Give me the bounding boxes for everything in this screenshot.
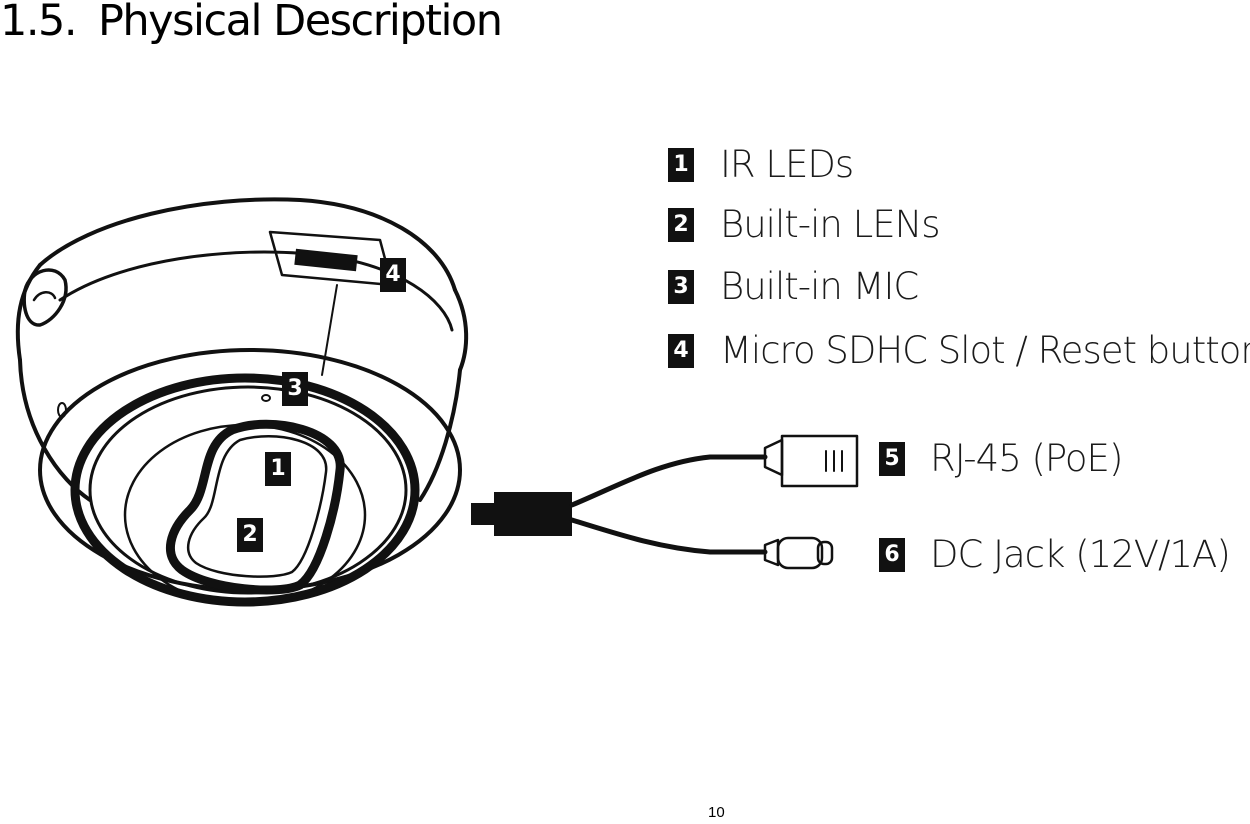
legend-badge-2: 2 bbox=[668, 208, 694, 242]
legend-label-6: DC Jack (12V/1A) bbox=[930, 533, 1231, 576]
section-number: 1.5. bbox=[0, 0, 78, 46]
page-number: 10 bbox=[708, 804, 725, 821]
legend-label-1: IR LEDs bbox=[720, 143, 854, 186]
legend-badge-6: 6 bbox=[879, 538, 905, 572]
legend-label-2: Built-in LENs bbox=[720, 203, 941, 246]
legend-label-3: Built-in MIC bbox=[720, 265, 919, 308]
section-title: Physical Description bbox=[98, 0, 503, 46]
callout-badge-1-on-camera: 1 bbox=[265, 452, 291, 486]
section-heading: 1.5. Physical Description bbox=[0, 0, 503, 46]
callout-badge-2-on-camera: 2 bbox=[237, 518, 263, 552]
legend-badge-4: 4 bbox=[668, 334, 694, 368]
callout-badge-4-on-camera: 4 bbox=[380, 258, 406, 292]
legend-badge-3: 3 bbox=[668, 270, 694, 304]
legend-label-5: RJ-45 (PoE) bbox=[930, 437, 1123, 480]
legend-label-4: Micro SDHC Slot / Reset button bbox=[720, 329, 1250, 372]
legend-badge-1: 1 bbox=[668, 148, 694, 182]
callout-badge-3-on-camera: 3 bbox=[282, 372, 308, 406]
legend-badge-5: 5 bbox=[879, 442, 905, 476]
